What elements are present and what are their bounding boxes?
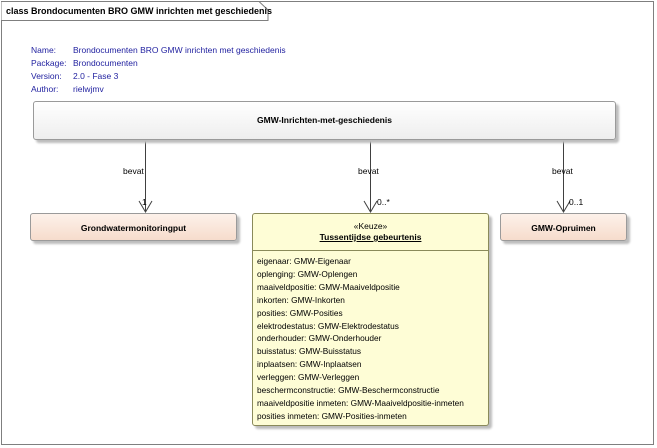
attribute-item: elektrodestatus: GMW-Elektrodestatus [257,320,399,331]
class-name: GMW-Inrichten-met-geschiedenis [257,115,392,125]
meta-value: Brondocumenten [73,58,138,68]
arrowhead-tussentijdse-gebeurtenis [363,200,378,213]
arrowhead-gmw-opruimen [556,200,571,213]
association-label: bevat [552,166,573,176]
attribute-item: inkorten: GMW-Inkorten [257,294,345,305]
arrowhead-grondwatermonitoringput [138,200,153,213]
attribute-item: maaiveldpositie inmeten: GMW-Maaiveldpos… [257,397,464,408]
association-label: bevat [358,166,379,176]
attribute-item: maaiveldpositie: GMW-Maaiveldpositie [257,281,400,292]
multiplicity-label: 0..* [377,197,390,207]
class-gmw-opruimen[interactable]: GMW-Opruimen [500,213,627,241]
meta-key: Author: [31,84,59,94]
attribute-item: eigenaar: GMW-Eigenaar [257,256,351,266]
class-grondwatermonitoringput[interactable]: Grondwatermonitoringput [30,213,237,241]
attribute-list: eigenaar: GMW-Eigenaar oplenging: GMW-Op… [253,251,488,423]
attribute-item: posities: GMW-Posities [257,307,343,318]
attribute-item: onderhouder: GMW-Onderhouder [257,333,382,344]
class-stereotype: «Keuze» [353,221,388,231]
attribute-item: verleggen: GMW-Verleggen [257,372,360,383]
meta-key: Name: [31,45,57,55]
class-tussentijdse-gebeurtenis[interactable]: «Keuze» Tussentijdse gebeurtenis eigenaa… [252,213,489,426]
multiplicity-label: 0..1 [569,197,584,207]
meta-key: Version: [31,71,62,81]
attribute-item: beschermconstructie: GMW-Beschermconstru… [257,385,440,396]
class-gmw-inrichten-met-geschiedenis[interactable]: GMW-Inrichten-met-geschiedenis [33,101,616,140]
class-header: «Keuze» Tussentijdse gebeurtenis [253,214,488,251]
meta-row-name: Name: Brondocumenten BRO GMW inrichten m… [31,44,286,57]
diagram-metadata: Name: Brondocumenten BRO GMW inrichten m… [31,44,286,96]
meta-row-package: Package: Brondocumenten [31,57,286,70]
class-name: GMW-Opruimen [531,223,596,233]
title-tab-shape [1,1,269,21]
meta-row-author: Author: rielwjmv [31,83,286,96]
attribute-item: posities inmeten: GMW-Posities-inmeten [257,410,407,421]
diagram-title: class Brondocumenten BRO GMW inrichten m… [6,6,273,16]
meta-key: Package: [31,58,67,68]
attribute-item: buisstatus: GMW-Buisstatus [257,346,362,357]
association-label: bevat [123,166,144,176]
meta-row-version: Version: 2.0 - Fase 3 [31,70,286,83]
multiplicity-label: 1 [142,197,147,207]
meta-value: Brondocumenten BRO GMW inrichten met ges… [73,45,286,55]
attribute-item: inplaatsen: GMW-Inplaatsen [257,359,362,370]
attribute-item: oplenging: GMW-Oplengen [257,268,358,279]
class-name: Tussentijdse gebeurtenis [319,232,422,242]
meta-value: 2.0 - Fase 3 [73,71,119,81]
meta-value: rielwjmv [73,84,104,94]
class-name: Grondwatermonitoringput [80,223,187,233]
